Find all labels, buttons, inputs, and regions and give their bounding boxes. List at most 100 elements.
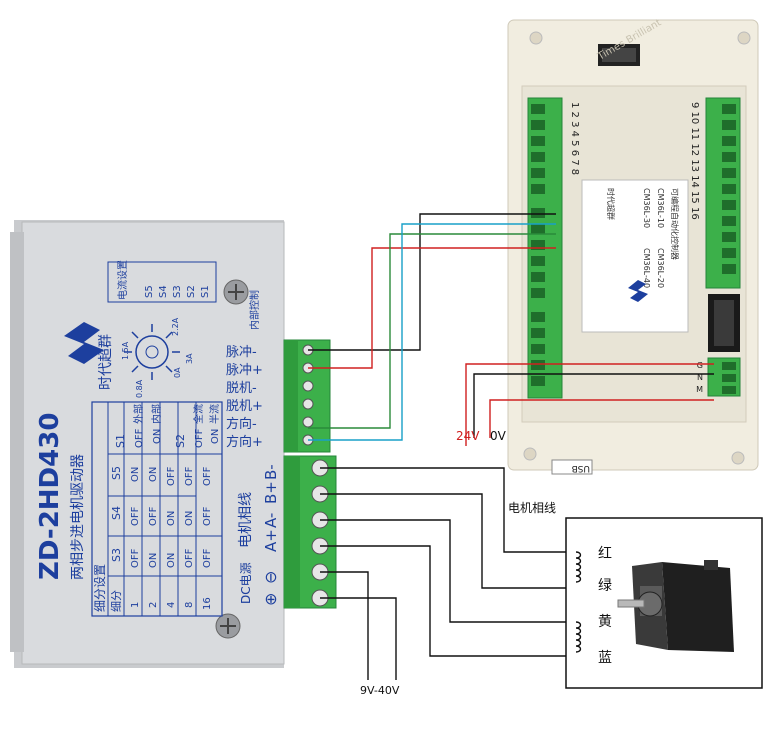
term-b-neg: B- — [262, 464, 280, 480]
term-b-pos: B+ — [262, 481, 280, 504]
power-pin-m: M — [696, 385, 703, 394]
stepper-motor-icon — [617, 560, 734, 652]
motor-box: 红 绿 黄 蓝 — [565, 517, 763, 689]
wire-color-red: 红 — [598, 546, 612, 562]
label-line-4: CM36L-30 — [642, 188, 651, 228]
wire-pulse-pos — [308, 247, 556, 369]
driver-model: ZD-2HD430 — [35, 413, 65, 580]
row-1-c3: ON — [130, 467, 141, 482]
s2-half: 半流 — [208, 404, 221, 424]
power-pin-n: N — [697, 373, 703, 382]
s1-on: ON — [152, 429, 163, 444]
row-2-c3: ON — [148, 467, 159, 482]
row-2-c0: 2 — [148, 602, 159, 608]
settings-table — [91, 401, 223, 617]
driver-subtitle: 两相步进电机驱动器 — [70, 454, 86, 580]
controller-label — [581, 179, 689, 333]
control-terminal-block — [283, 339, 331, 453]
label-line-5: CM36L-40 — [642, 248, 651, 288]
term-offline-neg: 脱机- — [226, 381, 257, 396]
motor-lines-title: 电机相线 — [238, 492, 254, 548]
term-dir-neg: 方向- — [226, 416, 257, 432]
table-header-3: S5 — [110, 466, 123, 480]
label-0v: 0V — [490, 429, 507, 443]
table-title: 细分设置 — [93, 564, 107, 612]
s1-off: OFF — [134, 428, 145, 448]
label-24v: 24V — [456, 429, 480, 443]
controller-right-screws — [722, 104, 736, 274]
label-line-1: 可编程自动化控制器 — [670, 188, 680, 260]
switch-s4: S4 — [158, 285, 169, 298]
usb-label: USB — [572, 463, 590, 473]
term-pulse-neg: 脉冲- — [226, 345, 257, 360]
controller-top-numbers: 1 2 3 4 5 6 7 8 — [569, 102, 580, 175]
power-terminal-block — [283, 455, 337, 609]
term-a-pos: A+ — [262, 529, 280, 552]
wire-b-pos — [320, 493, 576, 589]
row-1-c0: 1 — [130, 602, 141, 608]
control-terminal-labels: 脉冲- 脉冲+ 脱机- 脱机+ 方向- 方向+ — [226, 345, 263, 450]
row-4-c2: ON — [184, 511, 195, 526]
switch-s5: S5 — [144, 285, 155, 298]
term-offline-pos: 脱机+ — [226, 399, 263, 414]
wire-color-yellow: 黄 — [598, 613, 612, 630]
label-line-3: CM36L-20 — [656, 248, 665, 288]
driver: ZD-2HD430 两相步进电机驱动器 时代超群 1.5A 2.2A 0.8A … — [10, 220, 285, 668]
dial-label-2: 2.2A — [171, 317, 180, 336]
controller-logo-icon — [628, 280, 648, 302]
table-header-1: S3 — [110, 548, 123, 562]
s2-full: 全流 — [192, 404, 205, 424]
term-dc-neg: ⊖ — [261, 571, 280, 584]
dial-label-4: 0A — [173, 367, 182, 378]
wire-b-neg — [320, 467, 576, 553]
dial-label-5: 3A — [185, 353, 194, 364]
controller-left-screws — [531, 104, 545, 386]
current-title: 电流设置 — [116, 260, 129, 300]
driver-brand: 时代超群 — [98, 334, 114, 390]
driver-logo-icon — [64, 322, 104, 364]
wire-pulse-neg — [308, 213, 556, 351]
term-dc-pos: ⊕ — [261, 593, 280, 606]
term-dir-pos: 方向+ — [226, 434, 263, 450]
s2-on: ON — [210, 429, 221, 444]
wire-0v-a — [473, 373, 714, 438]
row-3-c0: 4 — [166, 602, 177, 608]
coil-a-icon — [575, 621, 582, 653]
current-dial-icon — [135, 335, 169, 369]
wire-dir-neg — [308, 233, 556, 429]
internal-label: 内部控制 — [248, 290, 261, 330]
switch-s3: S3 — [172, 285, 183, 298]
label-dc-range: 9V-40V — [360, 684, 400, 697]
switch-s2: S2 — [186, 285, 197, 298]
row-2-c2: OFF — [148, 506, 159, 526]
wire-a-pos — [320, 545, 576, 657]
term-a-neg: A- — [262, 513, 280, 528]
term-pulse-pos: 脉冲+ — [226, 363, 263, 378]
label-line-2: CM36L-10 — [656, 188, 665, 228]
wire-24v — [465, 363, 714, 446]
dial-label-3: 0.8A — [135, 379, 144, 398]
s1-external: 外部 — [132, 404, 145, 424]
row-4-c3: OFF — [184, 466, 195, 486]
table-header-0: 细分 — [110, 590, 123, 612]
coil-b-icon — [575, 551, 582, 583]
wire-color-blue: 蓝 — [598, 650, 612, 666]
dc-power-title: DC电源 — [239, 562, 253, 604]
s1-title: S1 — [114, 434, 127, 448]
row-4-c0: 8 — [184, 602, 195, 608]
wire-dc-neg — [320, 571, 369, 680]
power-pin-g: G — [697, 361, 703, 370]
row-3-c1: ON — [166, 553, 177, 568]
s1-internal: 内部 — [150, 404, 163, 424]
s2-title: S2 — [174, 434, 187, 448]
controller: G N M 可编程自动化控制器 CM36L-10 CM36L-20 CM36L-… — [507, 17, 759, 475]
row-5-c2: OFF — [202, 506, 213, 526]
row-2-c1: ON — [148, 553, 159, 568]
wire-0v-b — [489, 399, 714, 438]
row-4-c1: OFF — [184, 548, 195, 568]
wire-dir-pos — [308, 223, 556, 441]
wire-color-green: 绿 — [598, 578, 612, 594]
dial-label-1: 1.5A — [121, 341, 130, 360]
